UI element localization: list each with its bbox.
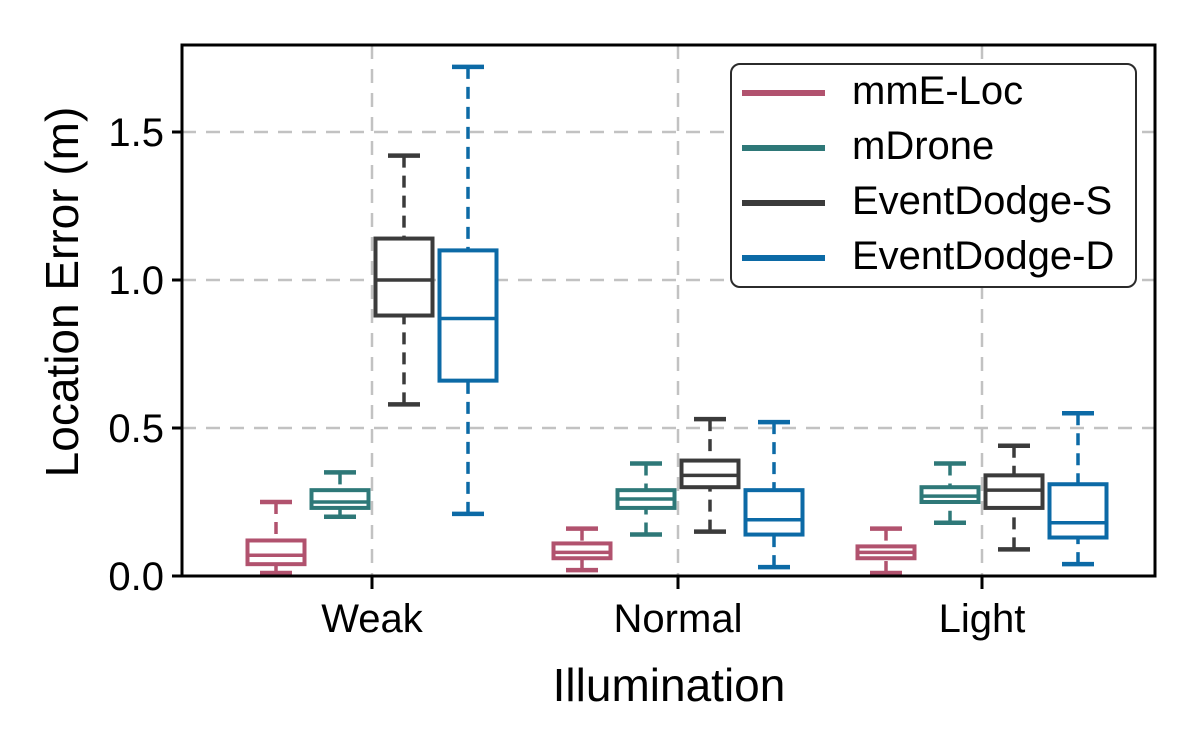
box-EventDodge-D-Normal [743,488,805,537]
box-EventDodge-D-Light [1047,482,1109,540]
legend-label-mDrone: mDrone [852,124,995,168]
legend-swatch-EventDodge-D [742,254,825,262]
x-axis-title: Illumination [552,659,786,711]
box-mmE-Loc-Weak [245,538,307,567]
legend-swatch-mmE-Loc [742,89,825,97]
y-tick-label-1.5: 1.5 [108,111,164,155]
box-EventDodge-S-Weak [373,236,435,318]
legend-swatch-EventDodge-S [742,199,825,207]
y-axis-title: Location Error (m) [36,106,88,478]
axes-frame [180,43,1157,578]
legend-item-EventDodge-D: EventDodge-D [732,231,1135,286]
legend-label-mmE-Loc: mmE-Loc [852,69,1024,113]
legend-label-EventDodge-S: EventDodge-S [852,179,1113,223]
box-mDrone-Weak [309,488,371,510]
legend-swatch-mDrone [742,144,825,152]
x-tick-label-Weak: Weak [321,597,424,641]
box-EventDodge-D-Weak [437,248,499,383]
legend-item-EventDodge-S: EventDodge-S [732,176,1135,231]
y-tick-label-0.0: 0.0 [108,555,164,599]
legend-item-mmE-Loc: mmE-Loc [732,66,1135,121]
x-tick-label-Normal: Normal [614,597,743,641]
legend-item-mDrone: mDrone [732,121,1135,176]
y-tick-label-1.0: 1.0 [108,259,164,303]
x-tick-label-Light: Light [939,597,1026,641]
legend-label-EventDodge-D: EventDodge-D [852,234,1115,278]
y-tick-label-0.5: 0.5 [108,407,164,451]
